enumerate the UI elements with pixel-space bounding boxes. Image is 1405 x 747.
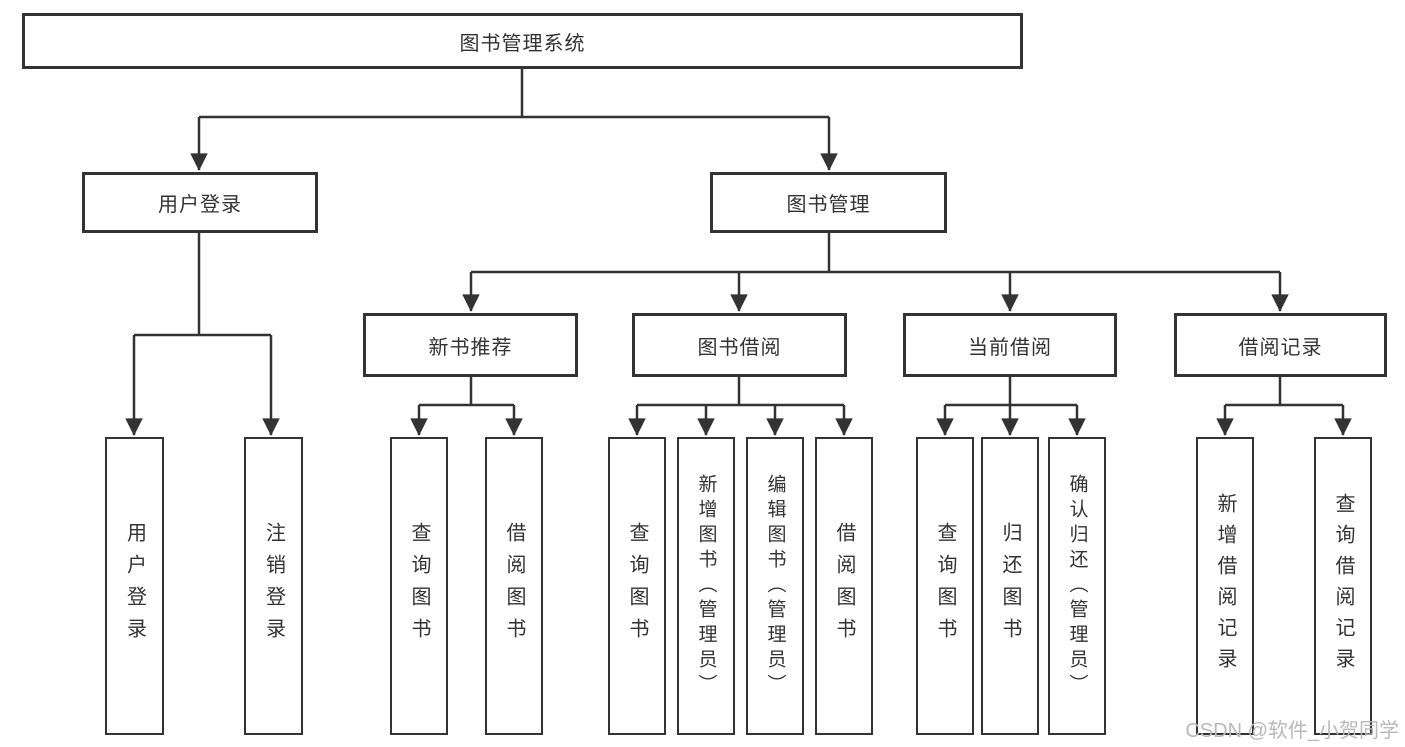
- leaf-query-book-borrow-label: 查询图书: [626, 522, 648, 650]
- node-book-management-label: 图书管理: [786, 194, 871, 216]
- watermark-text: CSDN @软件_小贺同学: [1185, 720, 1399, 742]
- leaf-user-login-label: 用户登录: [123, 522, 146, 650]
- leaf-borrow-book: 借阅图书: [815, 437, 873, 735]
- leaf-query-book-recommend: 查询图书: [390, 437, 448, 735]
- leaf-query-borrow-record-label: 查询借阅记录: [1332, 493, 1354, 679]
- connector-borrow-records-to-leaves: [1216, 377, 1352, 436]
- connector-user-login-to-leaves: [125, 232, 280, 436]
- node-new-book-recommendation-label: 新书推荐: [428, 336, 513, 359]
- leaf-add-borrow-record: 新增借阅记录: [1196, 437, 1254, 735]
- node-current-borrowing: 当前借阅: [903, 313, 1117, 377]
- node-book-borrowing-label: 图书借阅: [697, 336, 782, 359]
- connector-root-to-level2: [190, 68, 838, 171]
- leaf-confirm-return-admin-label: 确认归还（管理员）: [1066, 473, 1088, 699]
- node-root: 图书管理系统: [22, 13, 1023, 69]
- connector-current-borrow-to-leaves: [936, 377, 1086, 436]
- leaf-borrow-book-recommend-label: 借阅图书: [503, 522, 525, 650]
- leaf-borrow-book-label: 借阅图书: [833, 522, 855, 650]
- leaf-return-book-label: 归还图书: [999, 522, 1021, 650]
- leaf-borrow-book-recommend: 借阅图书: [485, 437, 543, 735]
- node-user-login-label: 用户登录: [158, 194, 242, 216]
- leaf-logout: 注销登录: [244, 437, 303, 735]
- leaf-logout-label: 注销登录: [262, 522, 285, 650]
- leaf-edit-book-admin: 编辑图书（管理员）: [746, 437, 804, 735]
- leaf-add-book-admin-label: 新增图书（管理员）: [695, 473, 717, 699]
- node-borrowing-records-label: 借阅记录: [1238, 336, 1323, 359]
- leaf-query-book-recommend-label: 查询图书: [408, 522, 430, 650]
- leaf-query-book-current: 查询图书: [916, 437, 974, 735]
- leaf-user-login: 用户登录: [105, 437, 164, 735]
- leaf-query-book-current-label: 查询图书: [934, 522, 956, 650]
- node-book-management: 图书管理: [710, 172, 947, 233]
- connector-book-borrow-to-leaves: [628, 377, 853, 436]
- leaf-query-book-borrow: 查询图书: [608, 437, 666, 735]
- node-root-label: 图书管理系统: [459, 32, 586, 55]
- connector-new-book-rec-to-leaves: [410, 377, 523, 436]
- node-current-borrowing-label: 当前借阅: [968, 336, 1052, 359]
- node-book-borrowing: 图书借阅: [632, 313, 847, 377]
- node-user-login: 用户登录: [82, 172, 318, 233]
- leaf-add-book-admin: 新增图书（管理员）: [677, 437, 735, 735]
- leaf-add-borrow-record-label: 新增借阅记录: [1214, 493, 1236, 679]
- connector-book-mgmt-to-level3: [462, 232, 1289, 312]
- leaf-confirm-return-admin: 确认归还（管理员）: [1048, 437, 1106, 735]
- leaf-return-book: 归还图书: [981, 437, 1039, 735]
- leaf-edit-book-admin-label: 编辑图书（管理员）: [764, 473, 786, 699]
- leaf-query-borrow-record: 查询借阅记录: [1314, 437, 1372, 735]
- node-new-book-recommendation: 新书推荐: [363, 313, 578, 377]
- node-borrowing-records: 借阅记录: [1174, 313, 1387, 377]
